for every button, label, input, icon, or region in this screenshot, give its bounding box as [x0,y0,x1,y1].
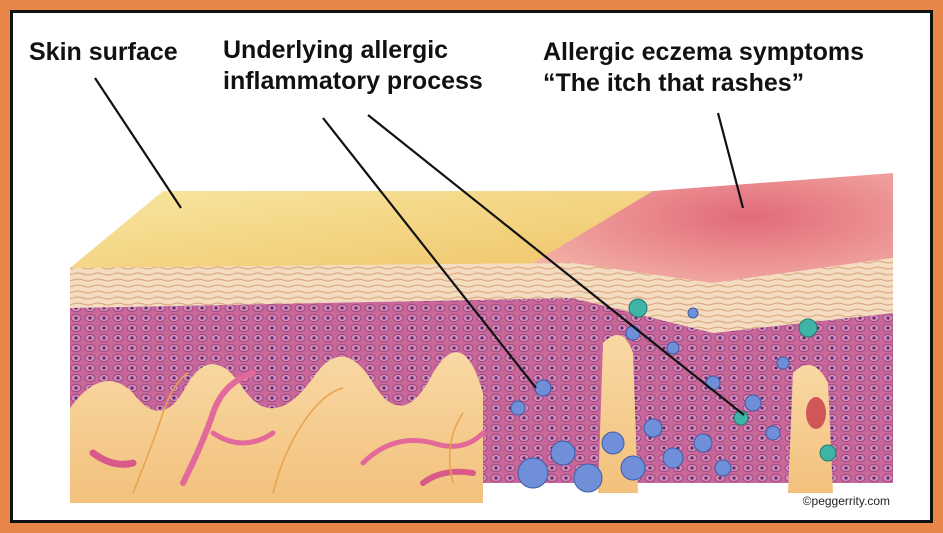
label-eczema-symptoms: Allergic eczema symptoms “The itch that … [543,37,864,99]
copyright-credit: ©peggerrity.com [803,494,890,508]
label-symptoms-line1: Allergic eczema symptoms [543,37,864,68]
pointer-line-skin-surface [95,78,181,208]
label-skin-surface: Skin surface [29,37,178,68]
dermis-papilla-far-right [788,365,833,493]
diagram-frame: Skin surface Underlying allergic inflamm… [10,10,933,523]
label-underlying-line1: Underlying allergic [223,35,483,66]
red-blood-cell-cluster [806,397,826,429]
label-underlying-line2: inflammatory process [223,66,483,97]
label-underlying-process: Underlying allergic inflammatory process [223,35,483,97]
label-symptoms-line2: “The itch that rashes” [543,68,864,99]
